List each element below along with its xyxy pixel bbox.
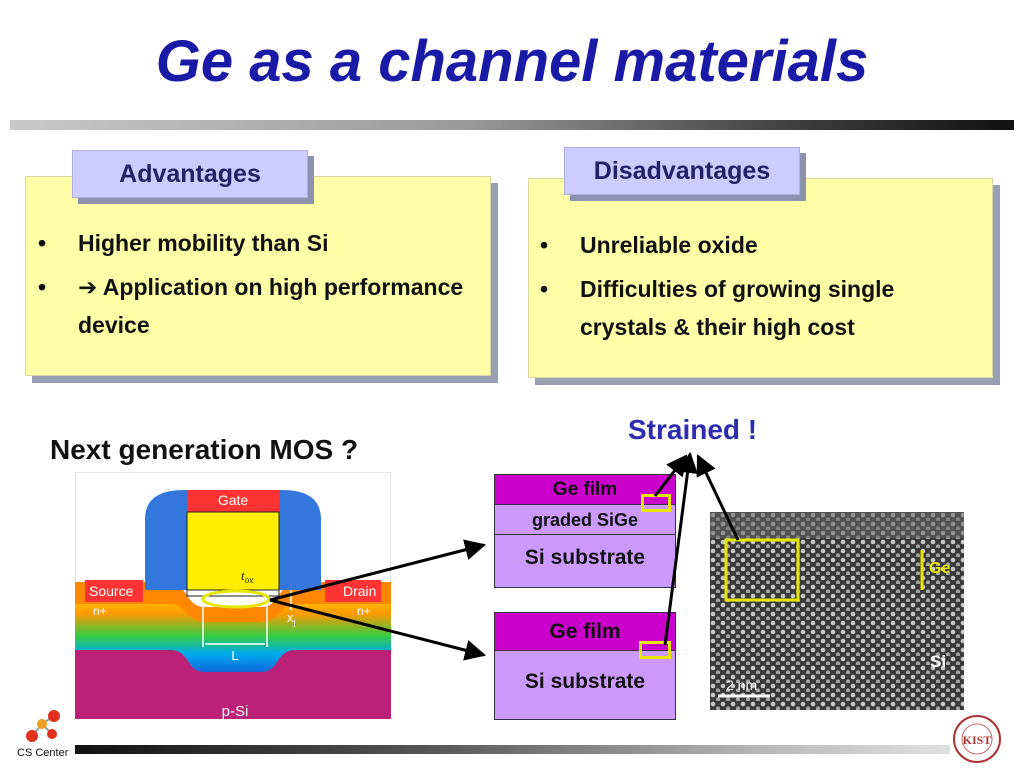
si-substrate-layer: Si substrate xyxy=(495,651,675,719)
top-divider xyxy=(10,120,1014,130)
bottom-divider xyxy=(75,745,950,754)
gate-poly xyxy=(186,511,280,591)
advantage-text: ➔ Application on high performance device xyxy=(78,274,464,338)
list-item: • ➔ Application on high performance devi… xyxy=(30,268,470,344)
source-contact xyxy=(85,580,143,602)
seal-inner-ring xyxy=(961,723,993,755)
scale-bar-label: 2 nm xyxy=(726,677,757,693)
gate-contact xyxy=(187,490,279,512)
arrow-strained-3 xyxy=(696,454,740,541)
channel-highlight xyxy=(201,589,271,609)
seal-outer-ring xyxy=(953,715,1001,763)
advantages-panel xyxy=(25,176,491,376)
advantages-heading: Advantages xyxy=(119,160,261,188)
arrow-strained-1 xyxy=(653,454,688,497)
tem-lattice-image: Ge Si 2 nm xyxy=(710,512,964,710)
tox-symbol: t xyxy=(241,568,245,583)
bullet-icon: • xyxy=(38,230,47,256)
disadvantage-text: Difficulties of growing single crystals … xyxy=(580,276,895,340)
xj-label: xj xyxy=(287,610,296,627)
si-substrate-layer: Si substrate xyxy=(495,535,675,587)
si-substrate-label: Si substrate xyxy=(524,546,646,569)
advantages-tab: Advantages xyxy=(72,150,308,198)
ge-label: Ge xyxy=(929,560,950,577)
source-label: Source xyxy=(89,583,134,599)
arrow-to-stack2 xyxy=(269,598,487,661)
lattice-highlight xyxy=(724,538,800,602)
advantages-list: • Higher mobility than Si • ➔ Applicatio… xyxy=(30,224,470,350)
ge-film-layer: Ge film xyxy=(495,613,675,651)
ge-film-layer: Ge film xyxy=(495,475,675,505)
strained-label: Strained ! xyxy=(628,414,758,445)
page-title: Ge as a channel materials xyxy=(155,29,869,94)
logo-atom xyxy=(48,710,60,722)
next-gen-heading: Next generation MOS ? xyxy=(50,434,359,465)
disadvantages-tab: Disadvantages xyxy=(564,147,800,195)
kist-seal: KIST xyxy=(953,715,1001,763)
logo-atom xyxy=(47,729,57,739)
substrate-label: p-Si xyxy=(222,703,249,719)
source-doping-label: n+ xyxy=(93,604,107,618)
logo-atom xyxy=(37,719,47,729)
mos-cross-section: Gate Source Drain n+ n+ tox xj L p-Si xyxy=(75,472,391,719)
ge-film-label: Ge film xyxy=(549,620,621,643)
surface-layer xyxy=(710,512,964,538)
list-item: • Difficulties of growing single crystal… xyxy=(532,270,982,346)
disadvantages-list: • Unreliable oxide • Difficulties of gro… xyxy=(532,226,982,352)
advantage-text: Higher mobility than Si xyxy=(78,230,329,256)
cs-center-caption: CS Center xyxy=(17,747,69,759)
tox-label: tox xyxy=(241,568,253,585)
list-item: • Higher mobility than Si xyxy=(30,224,470,262)
bullet-icon: • xyxy=(38,274,47,300)
gate-label: Gate xyxy=(218,492,249,508)
ge-film-label: Ge film xyxy=(552,479,618,500)
seal-text: KIST xyxy=(963,733,992,747)
stack-ge-si: Ge film Si substrate xyxy=(494,612,676,720)
si-label: Si xyxy=(930,652,946,671)
si-substrate-label: Si substrate xyxy=(524,670,646,693)
disadvantages-heading: Disadvantages xyxy=(593,157,771,185)
arrow-to-stack1 xyxy=(269,539,487,602)
graded-sige-label: graded SiGe xyxy=(531,510,639,530)
depletion-region xyxy=(75,582,391,672)
cs-center-logo xyxy=(26,710,60,742)
arrow-strained-2 xyxy=(663,451,698,646)
length-label: L xyxy=(231,648,238,663)
lattice-pattern xyxy=(710,512,964,710)
bullet-icon: • xyxy=(540,276,549,302)
tox-subscript: ox xyxy=(245,575,254,585)
drain-label: Drain xyxy=(343,583,376,599)
junction-region xyxy=(75,582,391,622)
logo-atom xyxy=(26,730,38,742)
xj-symbol: x xyxy=(287,610,294,625)
disadvantages-panel xyxy=(528,178,993,378)
disadvantage-text: Unreliable oxide xyxy=(580,232,758,258)
drain-doping-label: n+ xyxy=(357,604,371,618)
drain-contact xyxy=(325,580,381,602)
xj-subscript: j xyxy=(293,617,296,627)
bullet-icon: • xyxy=(540,232,549,258)
interface-highlight xyxy=(639,641,671,659)
list-item: • Unreliable oxide xyxy=(532,226,982,264)
stack-ge-sige-si: Ge film graded SiGe Si substrate xyxy=(494,474,676,588)
